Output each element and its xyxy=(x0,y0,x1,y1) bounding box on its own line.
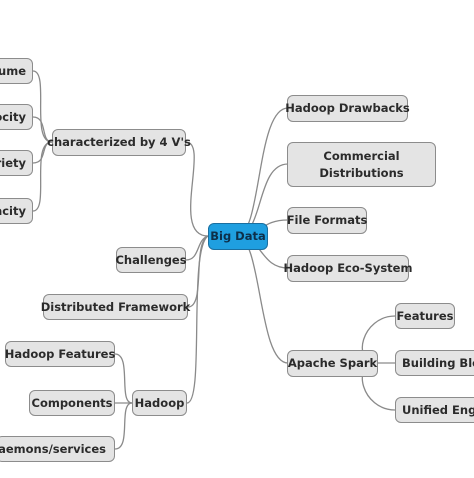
connector-hadoop-features xyxy=(114,353,133,404)
node-building-blocks[interactable]: Building Bloc xyxy=(395,350,474,376)
node-hadoop-ecosystem[interactable]: Hadoop Eco-System xyxy=(284,255,412,282)
node-variety[interactable]: riety xyxy=(0,150,33,176)
node-drawbacks-label: Hadoop Drawbacks xyxy=(285,101,410,116)
node-spark-features[interactable]: Features xyxy=(395,303,455,329)
node-building-label: Building Bloc xyxy=(402,355,474,370)
node-variety-label: riety xyxy=(0,155,26,170)
connector-char-velocity xyxy=(32,116,53,143)
node-distributed-framework[interactable]: Distributed Framework xyxy=(40,294,191,320)
connector-root-hadoop xyxy=(186,235,209,404)
node-spark-label: Apache Spark xyxy=(287,356,378,371)
connector-char-volume xyxy=(32,70,53,143)
node-hadoop[interactable]: Hadoop xyxy=(132,390,187,416)
node-veracity[interactable]: acity xyxy=(0,198,33,224)
node-file-formats[interactable]: File Formats xyxy=(287,207,367,234)
connector-root-drawbacks xyxy=(236,107,289,237)
node-volume-label: lume xyxy=(0,63,26,78)
node-hadoop-label: Hadoop xyxy=(134,395,185,410)
connector-root-characterized xyxy=(185,141,209,237)
connector-char-veracity xyxy=(32,141,53,212)
node-daemons[interactable]: Daemons/services xyxy=(0,436,115,462)
node-commercial-label: Commercial Distributions xyxy=(319,148,404,180)
node-components-label: Components xyxy=(31,395,113,410)
connector-hadoop-daemons xyxy=(114,402,133,450)
node-daemons-label: Daemons/services xyxy=(0,441,106,456)
node-veracity-label: acity xyxy=(0,203,26,218)
node-unified-engine[interactable]: Unified Engin xyxy=(395,397,474,423)
node-unified-label: Unified Engin xyxy=(402,402,474,417)
node-file-formats-label: File Formats xyxy=(286,213,368,228)
node-distributed-label: Distributed Framework xyxy=(40,299,191,314)
node-apache-spark[interactable]: Apache Spark xyxy=(287,350,378,377)
root-node[interactable]: Big Data xyxy=(208,223,268,250)
node-challenges[interactable]: Challenges xyxy=(115,247,187,273)
node-ecosystem-label: Hadoop Eco-System xyxy=(283,261,413,276)
node-volume[interactable]: lume xyxy=(0,58,33,84)
node-hadoop-features-label: Hadoop Features xyxy=(4,346,116,361)
node-spark-features-label: Features xyxy=(396,308,454,323)
node-characterized-label: characterized by 4 V's xyxy=(47,135,191,150)
node-velocity[interactable]: ocity xyxy=(0,104,33,130)
node-components[interactable]: Components xyxy=(29,390,115,416)
connector-root-spark xyxy=(236,235,289,364)
node-hadoop-drawbacks[interactable]: Hadoop Drawbacks xyxy=(285,95,410,122)
root-label: Big Data xyxy=(210,229,266,244)
node-velocity-label: ocity xyxy=(0,109,26,124)
node-challenges-label: Challenges xyxy=(115,252,187,267)
node-characterized[interactable]: characterized by 4 V's xyxy=(47,129,191,156)
node-hadoop-features[interactable]: Hadoop Features xyxy=(5,341,115,367)
node-commercial-distributions[interactable]: Commercial Distributions xyxy=(287,142,436,187)
